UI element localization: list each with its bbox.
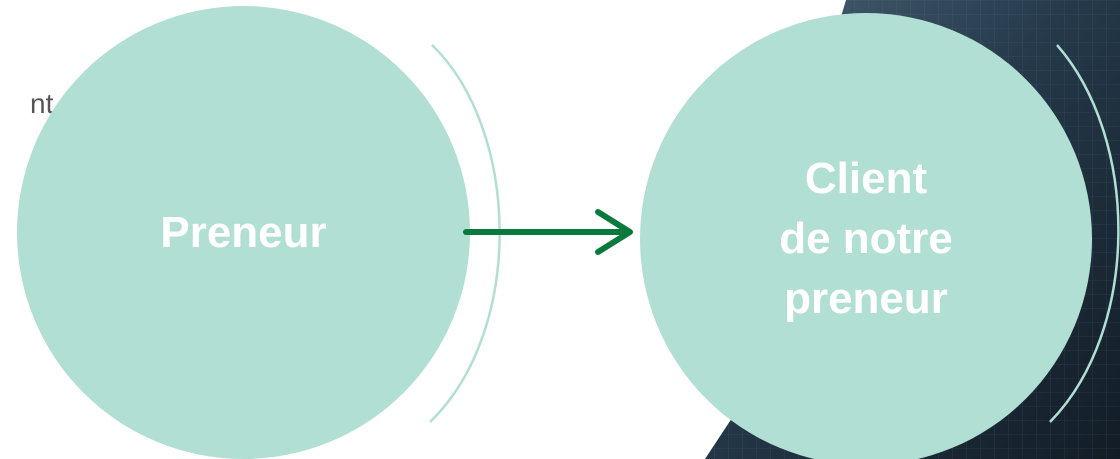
- preneur-node: Preneur: [17, 6, 470, 459]
- client-node: Client de notre preneur: [640, 13, 1092, 459]
- preneur-label: Preneur: [160, 203, 326, 263]
- client-label: Client de notre preneur: [779, 149, 953, 329]
- client-label-line-2: de notre: [779, 209, 953, 269]
- client-label-line-1: Client: [779, 149, 953, 209]
- client-label-line-3: preneur: [779, 269, 953, 329]
